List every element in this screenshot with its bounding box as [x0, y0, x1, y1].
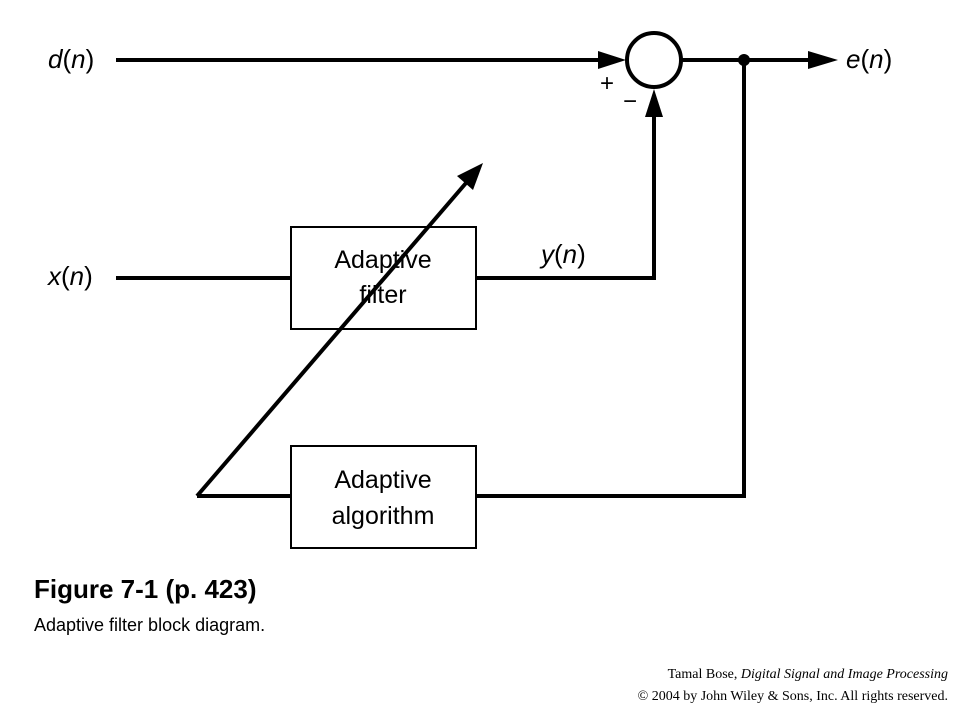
signal-label-y: y(n): [539, 239, 586, 269]
credit-line-author: Tamal Bose, Digital Signal and Image Pro…: [668, 667, 948, 683]
adaptation-arrowhead: [457, 163, 483, 190]
adaptive-algorithm-block: [290, 445, 477, 549]
adaptive-filter-label-line1: Adaptive: [334, 246, 431, 274]
signal-label-e: e(n): [846, 44, 892, 74]
adaptive-algorithm-label-line2: algorithm: [332, 502, 435, 530]
filter-output-line: [476, 115, 656, 280]
adaptive-filter-label-line2: filter: [359, 281, 406, 309]
credit-book-title: Digital Signal and Image Processing: [740, 667, 948, 682]
filter-output-arrowhead: [645, 89, 663, 117]
minus-sign: −: [623, 88, 637, 115]
signal-label-x: x(n): [46, 261, 93, 291]
credit-author: Tamal Bose,: [667, 667, 741, 682]
figure-caption: Adaptive filter block diagram.: [34, 615, 266, 635]
summing-junction: [625, 31, 683, 89]
signal-label-d: d(n): [48, 44, 94, 74]
adaptive-algorithm-label-line1: Adaptive: [334, 466, 431, 494]
error-output-arrowhead: [808, 51, 838, 69]
desired-signal-arrowhead: [598, 51, 626, 69]
credit-line-copyright: © 2004 by John Wiley & Sons, Inc. All ri…: [637, 689, 948, 704]
error-feedback-line: [476, 60, 746, 498]
figure-title: Figure 7-1 (p. 423): [34, 574, 257, 604]
adaptation-arrow-line: [195, 181, 468, 498]
plus-sign: +: [600, 70, 614, 97]
